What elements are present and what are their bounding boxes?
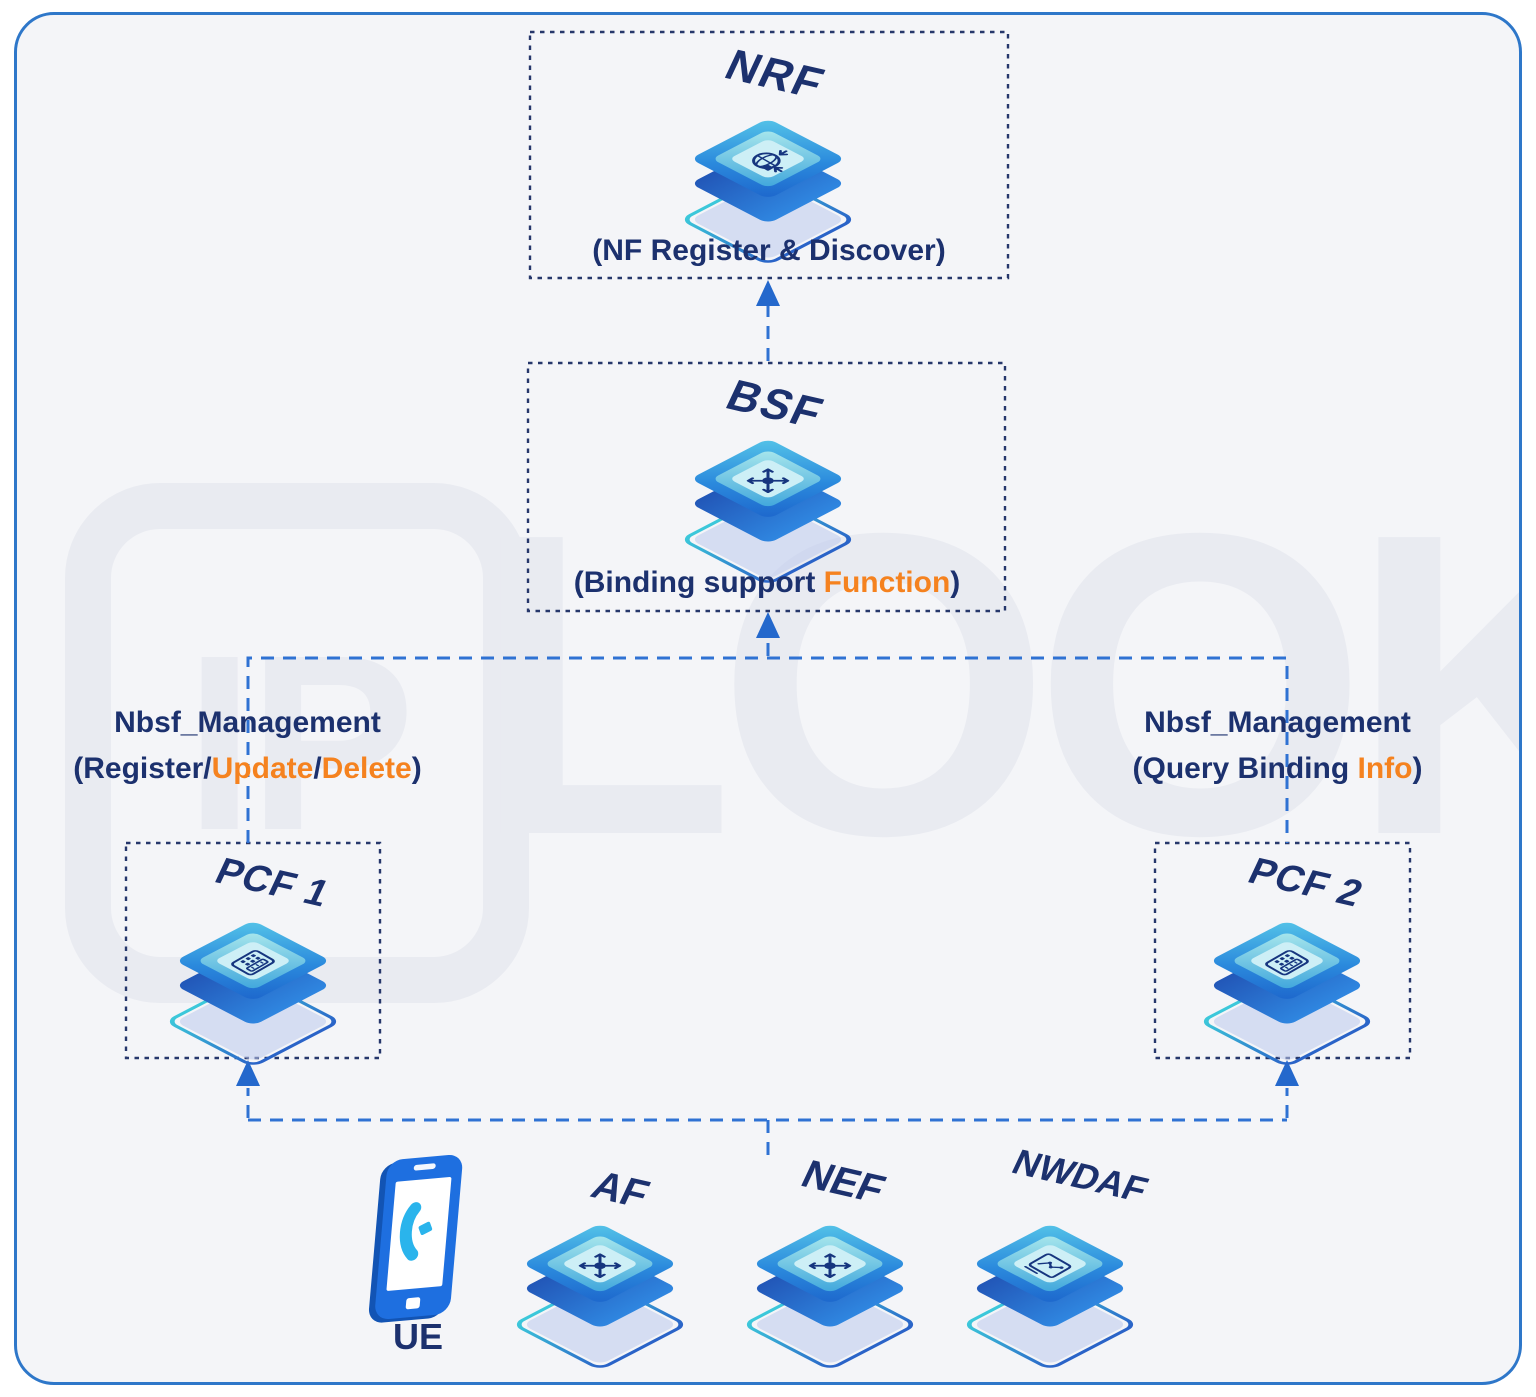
- nrf-icon: [673, 100, 863, 266]
- nbsf-right-line2: (Query Binding Info): [1132, 752, 1423, 785]
- af-icon: [505, 1205, 695, 1371]
- arrowhead-into-pcf2: [1275, 1060, 1299, 1086]
- pcf2-icon: [1192, 902, 1382, 1068]
- calculator-icon: [231, 950, 275, 976]
- globe-arrows-icon: [752, 150, 789, 173]
- nbsf-left-line1: Nbsf_Management: [114, 706, 381, 739]
- watermark-ip-box: IP: [65, 483, 529, 1003]
- nrf-box: [528, 30, 1010, 280]
- ue-phone-icon: [368, 1154, 463, 1323]
- pcf2-box: [1153, 841, 1412, 1060]
- handset-icon: [399, 1202, 433, 1261]
- nbsf-label-left: Nbsf_Management (Register/Update/Delete): [20, 708, 475, 784]
- pcf1-icon: [158, 902, 348, 1068]
- calculator-icon: [1265, 950, 1309, 976]
- bsf-caption: (Binding support Function): [573, 566, 961, 599]
- nbsf-right-line1: Nbsf_Management: [1144, 706, 1411, 739]
- connector-line1: [246, 656, 1289, 843]
- arrowhead-into-bsf: [756, 612, 780, 638]
- hub-arrows-icon: [746, 468, 790, 493]
- nwdaf-icon: [955, 1205, 1145, 1371]
- bsf-icon: [673, 420, 863, 586]
- chart-icon: [1024, 1253, 1072, 1279]
- pcf1-box: [124, 841, 382, 1060]
- nef-icon: [735, 1205, 925, 1371]
- arrowhead-into-pcf1: [236, 1060, 260, 1086]
- watermark-look-text: LOOK: [472, 445, 1519, 925]
- nbsf-label-right: Nbsf_Management (Query Binding Info): [1055, 708, 1500, 784]
- arrowhead-into-nrf: [756, 280, 780, 306]
- hub-arrows-icon: [808, 1253, 852, 1278]
- bsf-box: [526, 361, 1007, 613]
- nbsf-left-line2: (Register/Update/Delete): [73, 752, 422, 785]
- hub-arrows-icon: [578, 1253, 622, 1278]
- nrf-caption: (NF Register & Discover): [592, 234, 946, 267]
- ue-label: UE: [392, 1316, 443, 1357]
